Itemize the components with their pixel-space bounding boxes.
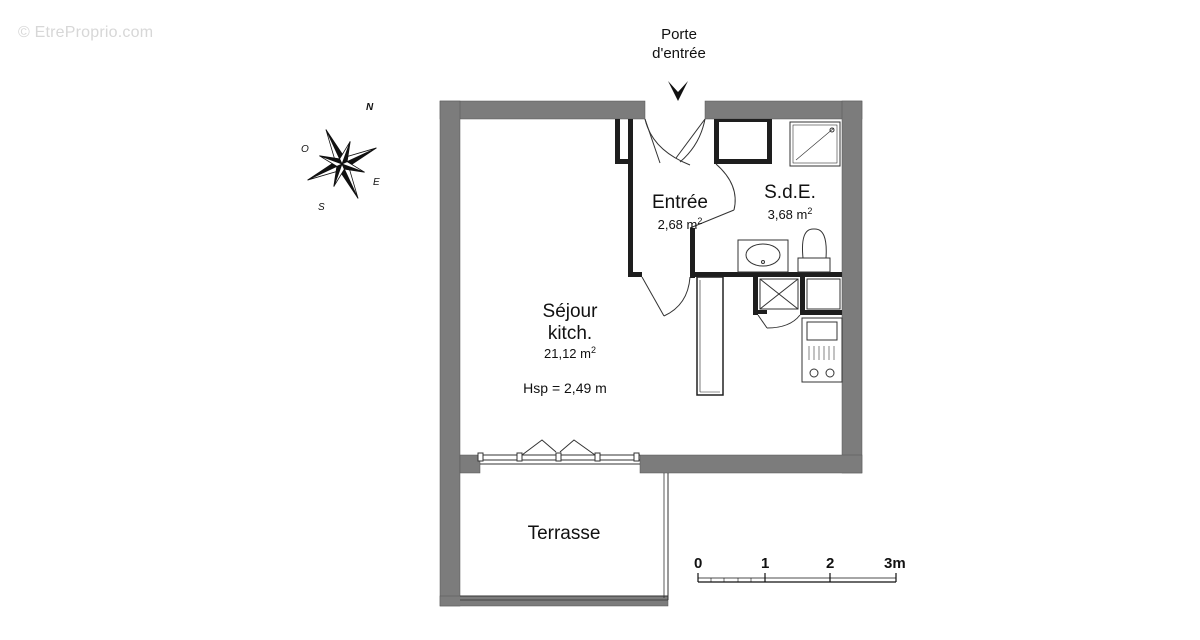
wall-bottom-right [639,454,863,474]
scale-bar [697,573,897,583]
entree-left-wall [628,119,633,276]
wall-bottom-left-stub [459,454,481,474]
scale-tick-0: 0 [694,555,703,572]
kitchen-counter [696,276,724,396]
room-entree: Entrée 2,68 m2 [630,192,730,232]
terrace-window [477,439,640,465]
sde-bottom-wall [690,272,842,277]
wall-right [841,100,863,474]
kitchen-wall-v2 [800,277,805,315]
room-sejour-name-line2: kitch. [547,323,593,344]
wall-top-left [439,100,646,120]
kitchen-unit-icon [801,317,843,383]
wall-top-right [704,100,863,120]
compass-s-label: S [318,202,325,213]
door-swings [641,118,801,329]
entree-bottom-wall [628,272,642,277]
room-entree-name: Entrée [652,192,708,213]
room-sejour-hsp: Hsp = 2,49 m [523,380,607,396]
room-sde-name: S.d.E. [764,182,816,203]
compass-rose-icon [307,129,377,199]
entrance-arrow-icon [668,81,688,101]
room-sejour-area: 21,12 m2 [544,345,596,361]
scale-tick-2: 2 [826,555,835,572]
entrance-label: Porte d'entrée [632,25,726,63]
kitchen-wall-v1 [753,277,758,315]
closet-icon [806,278,841,310]
kitchen-wall-h [800,310,842,315]
compass-o-label: O [301,144,309,155]
compass-n-label: N [366,102,374,113]
entree-left-wall-cap [615,159,633,164]
wall-left [439,100,461,607]
interior-walls [615,119,842,315]
room-sejour-name-line1: Séjour [542,301,598,322]
wall-terrace-bottom [439,595,669,607]
entree-left-wall-outer [615,119,620,164]
toilet-icon [797,228,831,273]
entrance-label-line2: d'entrée [652,45,706,62]
watermark: © EtreProprio.com [18,24,154,41]
room-terrasse: Terrasse [527,523,601,544]
washbasin-icon [737,239,789,273]
entrance-label-line1: Porte [661,26,697,43]
scale-tick-3: 3m [884,555,906,572]
sde-left-closet-line [719,159,772,164]
scale-tick-1: 1 [761,555,770,572]
cupboard-icon [759,278,799,310]
room-sde: S.d.E. 3,68 m2 [735,182,845,222]
kitchen-wall-h2 [753,310,767,314]
sde-closet-top [719,119,772,122]
entree-sde-wall-top [714,119,719,164]
sde-closet-right [767,119,772,164]
exterior-walls [439,100,863,607]
compass-e-label: E [373,177,380,188]
shower-icon [789,121,841,167]
room-sde-area: 3,68 m2 [767,206,813,222]
room-entree-area: 2,68 m2 [657,216,703,232]
entree-sde-wall-bottom [690,228,695,278]
terrace-railing [460,473,669,601]
room-sejour: Séjour kitch. 21,12 m2 [510,301,630,361]
